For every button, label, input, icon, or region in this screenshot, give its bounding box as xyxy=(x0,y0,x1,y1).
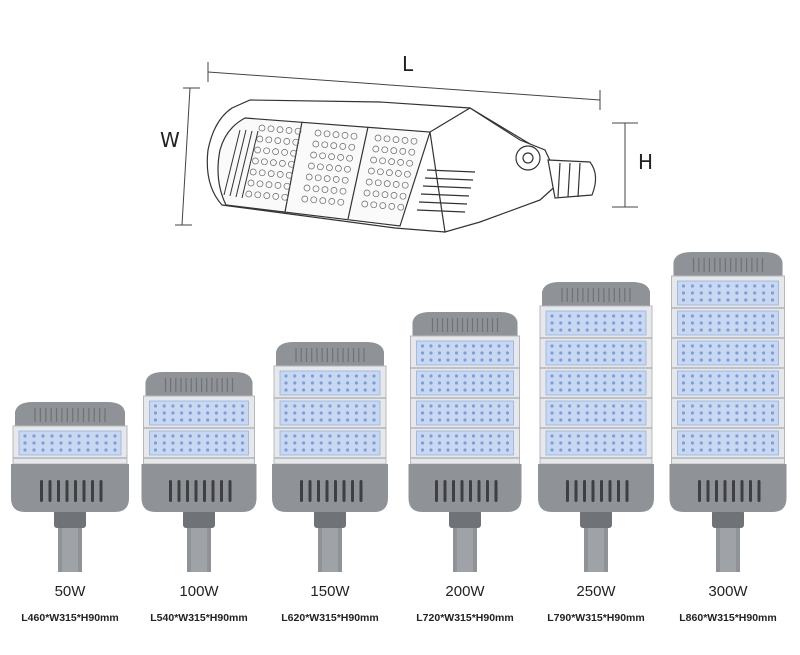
lamp-100w xyxy=(141,372,257,572)
power-label: 250W xyxy=(576,583,616,600)
driver-housing xyxy=(669,464,787,512)
power-label: 200W xyxy=(445,583,485,600)
lamp-line-drawing xyxy=(206,99,597,233)
bracket-joint xyxy=(183,510,215,528)
driver-housing xyxy=(538,464,654,512)
pole-socket xyxy=(191,528,207,572)
bracket-joint xyxy=(580,510,612,528)
lamp-250w xyxy=(538,282,654,572)
lamp-200w xyxy=(408,312,522,572)
bracket-joint xyxy=(712,510,744,528)
driver-housing xyxy=(141,464,257,512)
lamp-cap xyxy=(673,252,783,276)
power-label: 100W xyxy=(179,583,219,600)
lamp-cap xyxy=(276,342,384,366)
width-label: W xyxy=(160,128,180,152)
power-label: 300W xyxy=(708,583,748,600)
lamp-cap xyxy=(145,372,253,396)
length-dimension-line xyxy=(207,71,601,101)
lamp-cap xyxy=(412,312,518,336)
pole-socket xyxy=(720,528,736,572)
pole-socket xyxy=(588,528,604,572)
power-label: 150W xyxy=(310,583,350,600)
length-label: L xyxy=(402,52,414,76)
lamp-cap xyxy=(542,282,650,306)
bracket-joint xyxy=(314,510,346,528)
driver-housing xyxy=(408,464,522,512)
pole-socket xyxy=(62,528,78,572)
dimension-diagram xyxy=(175,62,638,233)
size-label: L460*W315*H90mm xyxy=(21,612,119,624)
height-label: H xyxy=(638,150,654,174)
lamp-150w xyxy=(272,342,388,572)
power-label: 50W xyxy=(54,583,86,600)
width-dimension-line xyxy=(181,87,191,226)
bracket-joint xyxy=(449,510,481,528)
pole-socket xyxy=(322,528,338,572)
driver-housing xyxy=(11,464,129,512)
lamp-50w xyxy=(11,402,129,572)
size-label: L720*W315*H90mm xyxy=(416,612,514,624)
driver-housing xyxy=(272,464,388,512)
pole-socket xyxy=(457,528,473,572)
size-label: L790*W315*H90mm xyxy=(547,612,645,624)
size-label: L860*W315*H90mm xyxy=(679,612,777,624)
bracket-joint xyxy=(54,510,86,528)
lamp-300w xyxy=(669,252,787,572)
size-label: L540*W315*H90mm xyxy=(150,612,248,624)
lamp-cap xyxy=(15,402,125,426)
size-label: L620*W315*H90mm xyxy=(281,612,379,624)
